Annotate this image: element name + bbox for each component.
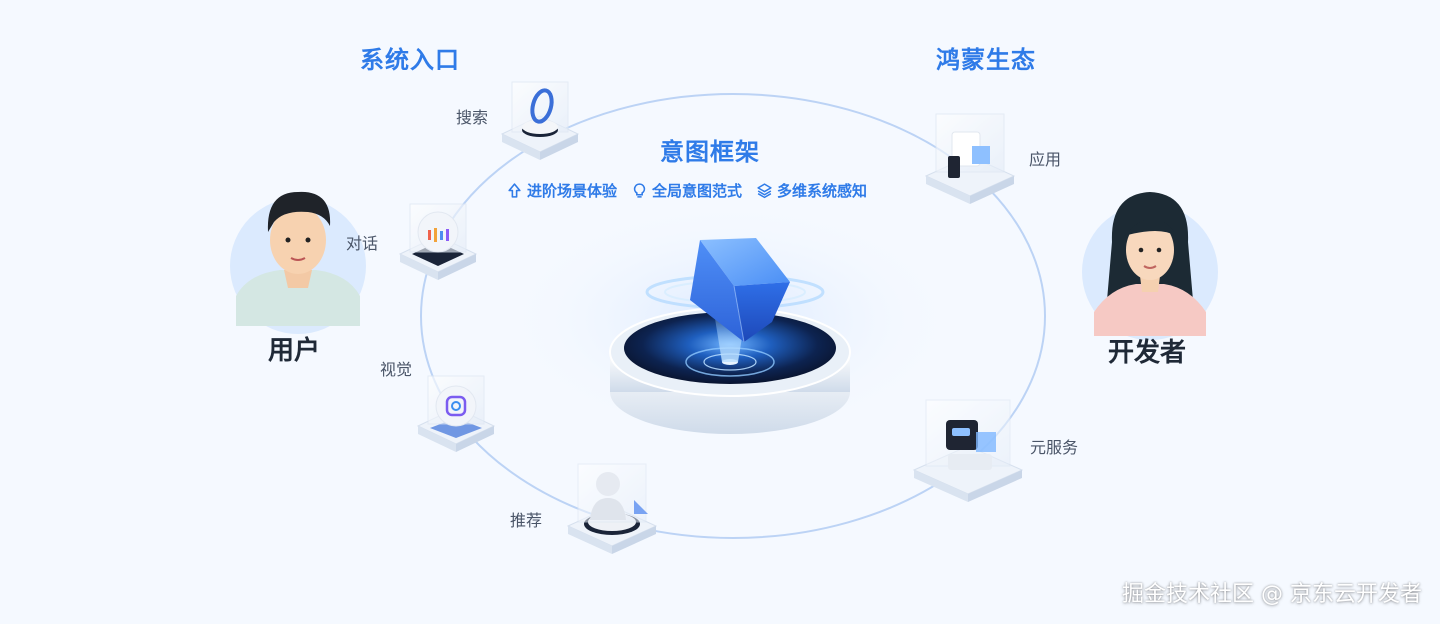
meta-service-label: 元服务 [1030,434,1078,458]
lightbulb-icon [631,182,648,199]
user-label: 用户 [268,330,320,367]
search-node-icon [502,82,578,160]
feature-item: 全局意图范式 [631,180,742,201]
feature-label: 全局意图范式 [652,180,742,201]
developer-label: 开发者 [1108,332,1186,369]
feature-list: 进阶场景体验 全局意图范式 多维系统感知 [506,180,867,201]
app-label: 应用 [1029,146,1061,170]
search-label: 搜索 [456,104,488,128]
feature-label: 多维系统感知 [777,180,867,201]
recommend-label: 推荐 [510,507,542,531]
layers-icon [756,182,773,199]
watermark: 掘金技术社区 @ 京东云开发者 [1122,576,1422,608]
feature-item: 进阶场景体验 [506,180,617,201]
developer-avatar [1082,192,1218,340]
recommend-node-icon [568,464,656,554]
vision-label: 视觉 [380,356,412,380]
intent-framework-title: 意图框架 [660,132,760,167]
entry-section-title: 系统入口 [360,40,460,75]
dialog-label: 对话 [346,230,378,254]
ecosystem-section-title: 鸿蒙生态 [936,40,1036,75]
feature-item: 多维系统感知 [756,180,867,201]
dialog-node-icon [400,204,476,280]
vision-node-icon [418,376,494,452]
app-node-icon [926,114,1014,204]
user-avatar [230,192,366,334]
feature-label: 进阶场景体验 [527,180,617,201]
meta-service-node-icon [914,400,1022,502]
arrow-up-icon [506,182,523,199]
